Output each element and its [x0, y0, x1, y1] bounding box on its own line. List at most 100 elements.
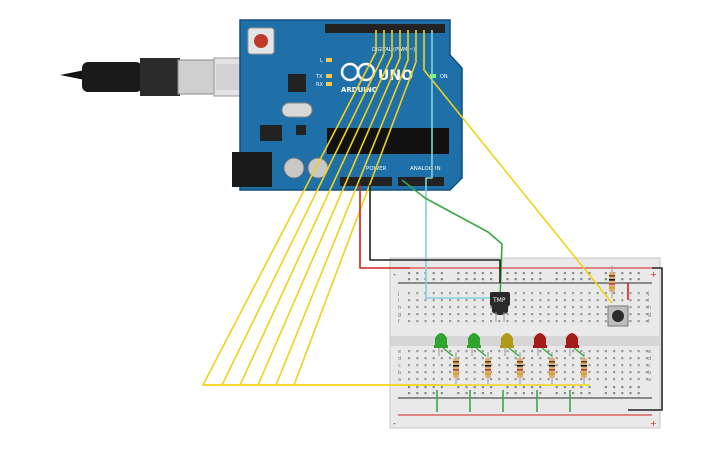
terminal-hole[interactable]	[588, 292, 591, 295]
terminal-hole[interactable]	[408, 306, 411, 309]
terminal-hole[interactable]	[580, 306, 583, 309]
terminal-hole[interactable]	[604, 371, 607, 374]
terminal-hole[interactable]	[563, 364, 566, 367]
terminal-hole[interactable]	[547, 313, 550, 316]
terminal-hole[interactable]	[539, 371, 542, 374]
terminal-hole[interactable]	[596, 299, 599, 302]
terminal-hole[interactable]	[440, 313, 443, 316]
rail-hole[interactable]	[572, 272, 575, 275]
rail-hole[interactable]	[613, 392, 616, 395]
terminal-hole[interactable]	[604, 364, 607, 367]
terminal-hole[interactable]	[596, 292, 599, 295]
terminal-hole[interactable]	[539, 299, 542, 302]
terminal-hole[interactable]	[539, 292, 542, 295]
terminal-hole[interactable]	[531, 371, 534, 374]
terminal-hole[interactable]	[490, 371, 493, 374]
led-green[interactable]	[467, 333, 487, 357]
terminal-hole[interactable]	[547, 371, 550, 374]
terminal-hole[interactable]	[432, 299, 435, 302]
terminal-hole[interactable]	[498, 364, 501, 367]
terminal-hole[interactable]	[408, 371, 411, 374]
rail-hole[interactable]	[522, 278, 525, 281]
terminal-hole[interactable]	[473, 357, 476, 360]
terminal-hole[interactable]	[440, 357, 443, 360]
terminal-hole[interactable]	[596, 364, 599, 367]
terminal-hole[interactable]	[629, 292, 632, 295]
rail-hole[interactable]	[473, 272, 476, 275]
terminal-hole[interactable]	[645, 364, 648, 367]
terminal-hole[interactable]	[645, 320, 648, 323]
terminal-hole[interactable]	[473, 378, 476, 381]
rail-hole[interactable]	[408, 278, 411, 281]
wire-yellow-4[interactable]	[257, 30, 401, 386]
terminal-hole[interactable]	[449, 364, 452, 367]
rail-hole[interactable]	[555, 272, 558, 275]
terminal-hole[interactable]	[506, 350, 509, 353]
rail-hole[interactable]	[563, 278, 566, 281]
rail-hole[interactable]	[555, 278, 558, 281]
terminal-hole[interactable]	[522, 299, 525, 302]
terminal-hole[interactable]	[531, 378, 534, 381]
terminal-hole[interactable]	[498, 378, 501, 381]
terminal-hole[interactable]	[604, 320, 607, 323]
terminal-hole[interactable]	[588, 306, 591, 309]
power-jack[interactable]	[232, 152, 272, 187]
terminal-hole[interactable]	[473, 371, 476, 374]
terminal-hole[interactable]	[432, 364, 435, 367]
terminal-hole[interactable]	[547, 378, 550, 381]
terminal-hole[interactable]	[506, 364, 509, 367]
terminal-hole[interactable]	[572, 320, 575, 323]
terminal-hole[interactable]	[473, 292, 476, 295]
terminal-hole[interactable]	[473, 350, 476, 353]
terminal-hole[interactable]	[596, 313, 599, 316]
rail-hole[interactable]	[457, 272, 460, 275]
leds[interactable]	[434, 333, 585, 357]
wire-cyan[interactable]	[425, 30, 500, 299]
terminal-hole[interactable]	[465, 299, 468, 302]
terminal-hole[interactable]	[440, 350, 443, 353]
resistor[interactable]	[549, 352, 555, 384]
power-header[interactable]	[340, 177, 392, 186]
terminal-hole[interactable]	[465, 364, 468, 367]
terminal-hole[interactable]	[596, 371, 599, 374]
terminal-hole[interactable]	[613, 378, 616, 381]
terminal-hole[interactable]	[645, 292, 648, 295]
terminal-hole[interactable]	[424, 306, 427, 309]
terminal-hole[interactable]	[596, 350, 599, 353]
terminal-hole[interactable]	[629, 378, 632, 381]
terminal-hole[interactable]	[572, 299, 575, 302]
rail-hole[interactable]	[506, 386, 509, 389]
terminal-hole[interactable]	[416, 299, 419, 302]
terminal-hole[interactable]	[522, 378, 525, 381]
rail-hole[interactable]	[465, 278, 468, 281]
terminal-hole[interactable]	[555, 364, 558, 367]
terminal-hole[interactable]	[572, 306, 575, 309]
terminal-hole[interactable]	[588, 378, 591, 381]
terminal-hole[interactable]	[514, 320, 517, 323]
rail-hole[interactable]	[563, 386, 566, 389]
terminal-hole[interactable]	[465, 320, 468, 323]
terminal-hole[interactable]	[645, 378, 648, 381]
terminal-hole[interactable]	[465, 357, 468, 360]
terminal-hole[interactable]	[449, 378, 452, 381]
terminal-hole[interactable]	[588, 320, 591, 323]
terminal-hole[interactable]	[416, 357, 419, 360]
terminal-hole[interactable]	[522, 364, 525, 367]
terminal-hole[interactable]	[514, 378, 517, 381]
terminal-hole[interactable]	[514, 313, 517, 316]
terminal-hole[interactable]	[531, 350, 534, 353]
digital-header[interactable]	[325, 24, 445, 33]
resistor[interactable]	[453, 352, 459, 384]
wire-yellow-3[interactable]	[239, 30, 393, 386]
rail-hole[interactable]	[514, 392, 517, 395]
rail-hole[interactable]	[531, 278, 534, 281]
terminal-hole[interactable]	[408, 320, 411, 323]
terminal-hole[interactable]	[490, 306, 493, 309]
terminal-hole[interactable]	[432, 371, 435, 374]
rail-hole[interactable]	[473, 392, 476, 395]
terminal-hole[interactable]	[416, 320, 419, 323]
terminal-hole[interactable]	[547, 320, 550, 323]
terminal-hole[interactable]	[424, 313, 427, 316]
terminal-hole[interactable]	[481, 306, 484, 309]
analog-header[interactable]	[398, 177, 444, 186]
